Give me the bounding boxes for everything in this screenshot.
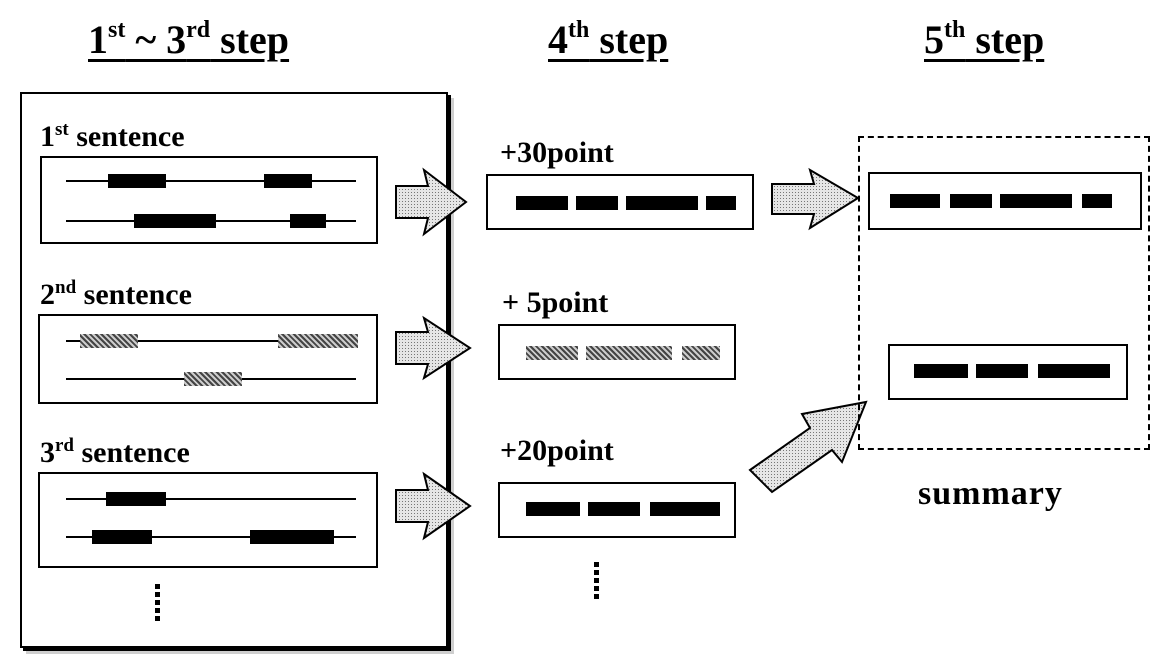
heading-step-5: 5th step	[924, 17, 1045, 62]
keyword-segment	[706, 196, 736, 210]
sentence-3-label: 3rd sentence	[40, 435, 190, 469]
arrow-right-icon	[395, 471, 472, 541]
summary-region	[858, 136, 1150, 450]
score-label-2: + 5point	[502, 286, 609, 319]
arrow-diagonal-icon	[748, 400, 868, 494]
text-line	[66, 340, 356, 342]
keyword-segment	[1038, 364, 1110, 378]
hatched-segment	[184, 372, 242, 386]
sentence-1-label: 1st sentence	[40, 119, 185, 153]
more-sentences-ellipsis	[155, 584, 160, 624]
sentence-3-box	[38, 472, 378, 568]
summary-sentence-1	[868, 172, 1142, 230]
keyword-segment	[650, 502, 720, 516]
sentence-1-box	[40, 156, 378, 244]
heading-step-4: 4th step	[548, 17, 669, 62]
keyword-segment	[588, 502, 640, 516]
keyword-segment	[914, 364, 968, 378]
score-label-1: +30point	[500, 136, 614, 169]
scored-sentence-1	[486, 174, 754, 230]
text-line	[66, 498, 356, 500]
hatched-segment	[278, 334, 358, 348]
keyword-segment	[950, 194, 992, 208]
text-line	[66, 180, 356, 182]
summary-sentence-2	[888, 344, 1128, 400]
arrow-right-icon	[395, 167, 468, 237]
keyword-segment	[516, 196, 568, 210]
arrow-right-icon	[771, 167, 860, 231]
summary-caption: summary	[918, 475, 1063, 512]
score-label-3: +20point	[500, 434, 614, 467]
scored-sentence-2	[498, 324, 736, 380]
keyword-segment	[108, 174, 166, 188]
keyword-segment	[890, 194, 940, 208]
hatched-segment	[80, 334, 138, 348]
keyword-segment	[1000, 194, 1072, 208]
keyword-segment	[1082, 194, 1112, 208]
hatched-segment	[586, 346, 672, 360]
sentence-2-label: 2nd sentence	[40, 277, 192, 311]
keyword-segment	[250, 530, 334, 544]
scored-sentence-3	[498, 482, 736, 538]
hatched-segment	[526, 346, 578, 360]
keyword-segment	[290, 214, 326, 228]
more-scores-ellipsis	[594, 562, 599, 602]
arrow-right-icon	[395, 315, 472, 381]
keyword-segment	[526, 502, 580, 516]
keyword-segment	[264, 174, 312, 188]
keyword-segment	[976, 364, 1028, 378]
keyword-segment	[92, 530, 152, 544]
keyword-segment	[134, 214, 216, 228]
keyword-segment	[626, 196, 698, 210]
heading-steps-1-3: 1st ~ 3rd step	[88, 17, 290, 62]
sentence-2-box	[38, 314, 378, 404]
keyword-segment	[106, 492, 166, 506]
hatched-segment	[682, 346, 720, 360]
keyword-segment	[576, 196, 618, 210]
text-line	[66, 536, 356, 538]
